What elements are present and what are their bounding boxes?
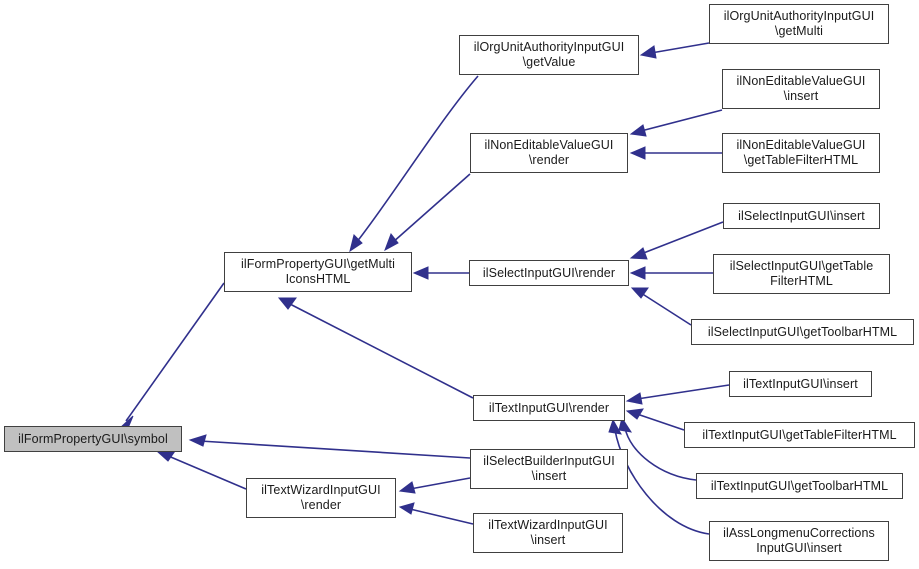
- node-ilselectinputgui-insert[interactable]: ilSelectInputGUI\insert: [723, 203, 880, 229]
- edge-selectbuilderinsert-to-symbol: [188, 434, 471, 459]
- node-label: ilSelectInputGUI\render: [482, 265, 616, 280]
- node-ilformpropertygui-symbol[interactable]: ilFormPropertyGUI\symbol: [4, 426, 182, 452]
- node-iltextinputgui-gettoolbarhtml[interactable]: ilTextInputGUI\getToolbarHTML: [696, 473, 903, 499]
- node-label: ilOrgUnitAuthorityInputGUI \getMulti: [723, 9, 875, 38]
- edge-noneditabletablefilterhtml-to-noneditablerender: [629, 146, 722, 160]
- node-label: ilTextInputGUI\insert: [743, 376, 858, 391]
- node-ilnoneditablevaluegui-gettablefilterhtml[interactable]: ilNonEditableValueGUI \getTableFilterHTM…: [722, 133, 880, 173]
- edge-textwizardrender-to-symbol: [156, 450, 247, 490]
- node-ilorgunitauthorityinputgui-getvalue[interactable]: ilOrgUnitAuthorityInputGUI \getValue: [459, 35, 639, 75]
- edge-orgunitgetvalue-to-getmulticonshtml: [349, 75, 479, 253]
- node-label: ilAssLongmenuCorrections InputGUI\insert: [723, 526, 875, 555]
- edge-getmulticonshtml-to-symbol: [118, 282, 225, 429]
- node-label: ilOrgUnitAuthorityInputGUI \getValue: [473, 40, 625, 69]
- node-ilasslongmenucorrectionsinputgui-insert[interactable]: ilAssLongmenuCorrections InputGUI\insert: [709, 521, 889, 561]
- node-ilnoneditablevaluegui-insert[interactable]: ilNonEditableValueGUI \insert: [722, 69, 880, 109]
- node-iltextwizardinputgui-render[interactable]: ilTextWizardInputGUI \render: [246, 478, 396, 518]
- node-ilselectinputgui-render[interactable]: ilSelectInputGUI\render: [469, 260, 629, 286]
- node-label: ilTextWizardInputGUI \render: [261, 483, 381, 512]
- node-label: ilNonEditableValueGUI \render: [484, 138, 614, 167]
- edge-selecttablefilterhtml-to-selectrender: [629, 266, 713, 280]
- node-label: ilTextInputGUI\getToolbarHTML: [710, 478, 889, 493]
- edge-orgunitgetmulti-to-orgunitgetvalue: [639, 42, 710, 59]
- edge-selecttoolbarhtml-to-selectrender: [630, 287, 692, 326]
- edge-selectinsert-to-selectrender: [629, 221, 724, 260]
- edge-selectrender-to-getmulticonshtml: [412, 266, 469, 280]
- node-ilnoneditablevaluegui-render[interactable]: ilNonEditableValueGUI \render: [470, 133, 628, 173]
- node-label: ilNonEditableValueGUI \getTableFilterHTM…: [736, 138, 866, 167]
- edge-selectbuilderinsert-to-textwizardrender: [398, 477, 471, 494]
- edge-textwizardinsert-to-textwizardrender: [398, 502, 474, 525]
- node-ilselectinputgui-gettoolbarhtml[interactable]: ilSelectInputGUI\getToolbarHTML: [691, 319, 914, 345]
- node-label: ilSelectInputGUI\getToolbarHTML: [707, 324, 898, 339]
- node-label: ilSelectInputGUI\getTable FilterHTML: [729, 259, 874, 288]
- node-ilselectinputgui-gettablefilterhtml[interactable]: ilSelectInputGUI\getTable FilterHTML: [713, 254, 890, 294]
- node-ilformpropertygui-getmulticonshtml[interactable]: ilFormPropertyGUI\getMulti IconsHTML: [224, 252, 412, 292]
- node-ilorgunitauthorityinputgui-getmulti[interactable]: ilOrgUnitAuthorityInputGUI \getMulti: [709, 4, 889, 44]
- node-label: ilSelectInputGUI\insert: [738, 208, 865, 223]
- node-ilselectbuilderinputgui-insert[interactable]: ilSelectBuilderInputGUI \insert: [470, 449, 628, 489]
- node-iltextinputgui-insert[interactable]: ilTextInputGUI\insert: [729, 371, 872, 397]
- node-label: ilFormPropertyGUI\getMulti IconsHTML: [240, 257, 396, 286]
- node-label: ilSelectBuilderInputGUI \insert: [483, 454, 615, 483]
- node-iltextinputgui-gettablefilterhtml[interactable]: ilTextInputGUI\getTableFilterHTML: [684, 422, 915, 448]
- node-label: ilFormPropertyGUI\symbol: [18, 431, 168, 446]
- node-label: ilNonEditableValueGUI \insert: [736, 74, 866, 103]
- node-iltextwizardinputgui-insert[interactable]: ilTextWizardInputGUI \insert: [473, 513, 623, 553]
- node-iltextinputgui-render[interactable]: ilTextInputGUI\render: [473, 395, 625, 421]
- edge-texttablefilterhtml-to-textrender: [625, 408, 685, 431]
- edge-textinsert-to-textrender: [625, 384, 730, 405]
- node-label: ilTextInputGUI\getTableFilterHTML: [702, 427, 897, 442]
- edge-noneditableinsert-to-noneditablerender: [629, 109, 723, 137]
- node-label: ilTextWizardInputGUI \insert: [488, 518, 608, 547]
- edge-noneditablerender-to-getmulticonshtml: [384, 173, 471, 252]
- node-label: ilTextInputGUI\render: [488, 400, 610, 415]
- edge-textrender-to-getmulticonshtml: [277, 297, 474, 399]
